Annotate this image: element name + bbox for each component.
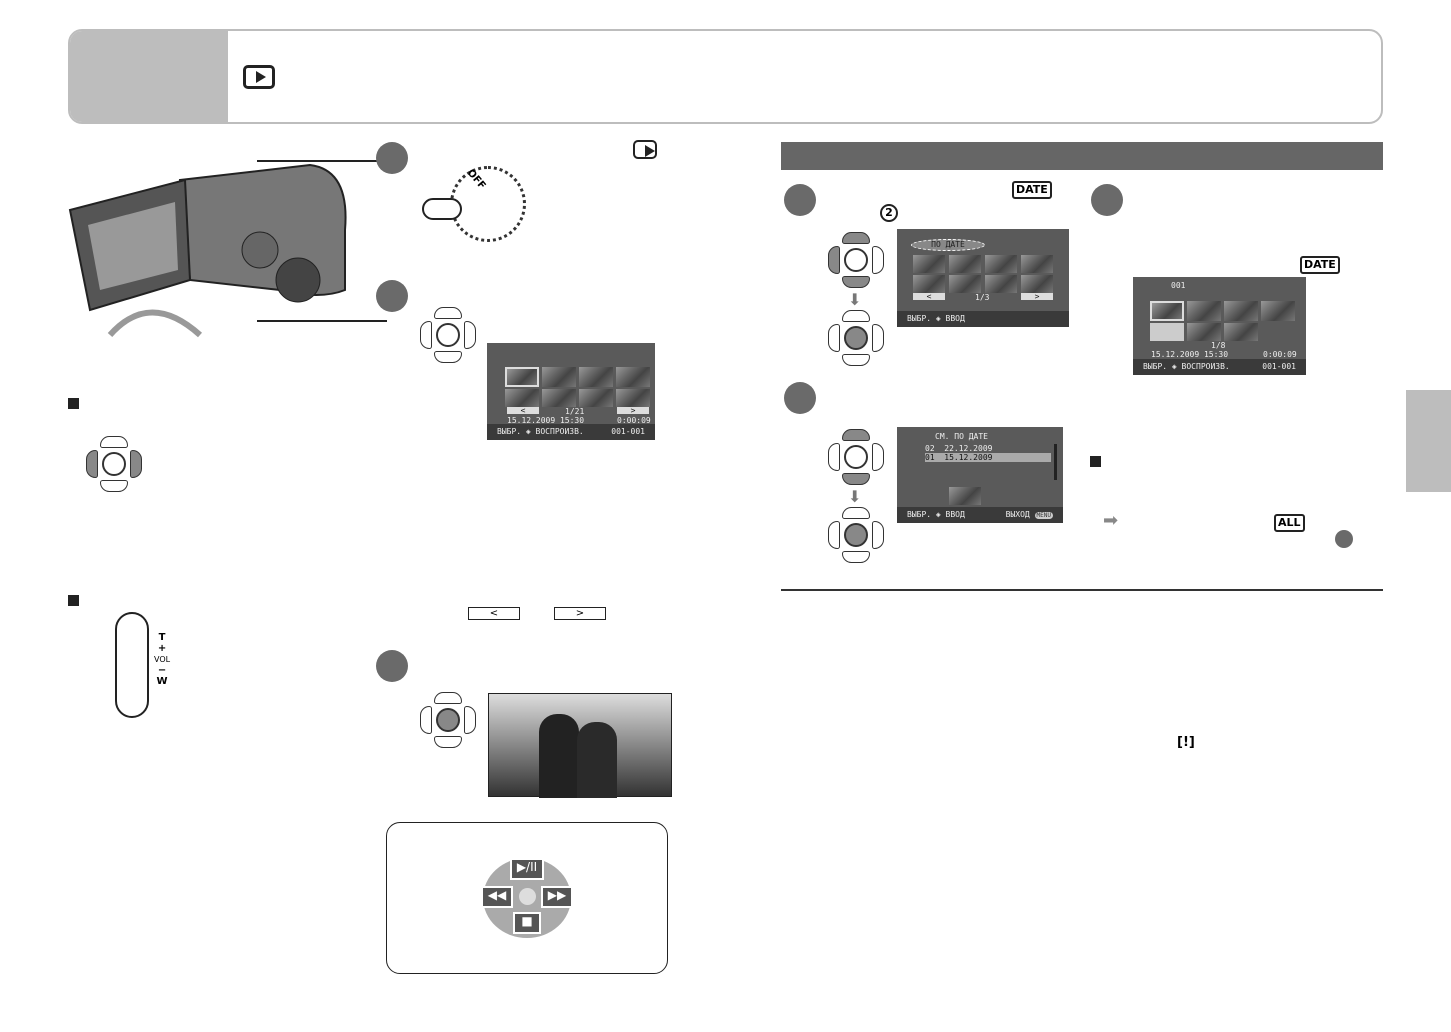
side-tab [1406, 390, 1451, 492]
page-header [68, 29, 1383, 124]
duration: 0:00:09 [1263, 350, 1297, 359]
rewind-icon: ◀◀ [481, 886, 513, 908]
prev-page-button[interactable]: < [507, 407, 539, 415]
step-1-marker [376, 142, 408, 174]
group-screen: 001 1/8 15.12.2009 15:30 0:00:09 ВЫБР. ◈… [1133, 277, 1306, 375]
section-bar [781, 142, 1383, 170]
footer-select: ВЫБР. [907, 510, 932, 519]
date-badge: DATE [1012, 181, 1052, 199]
all-badge: ALL [1274, 514, 1305, 532]
footer-enter: ВВОД [945, 314, 965, 323]
bullet-square [1090, 456, 1101, 467]
joystick[interactable] [418, 305, 478, 365]
mode-dial[interactable]: OFF [420, 160, 526, 242]
down-arrow-icon: ⬇ [848, 487, 862, 506]
step-2-marker [376, 280, 408, 312]
playback-screen [488, 693, 672, 798]
thumbnail-screen: < 1/21 > 15.12.2009 15:30 0:00:09 ВЫБР. … [487, 343, 655, 440]
list-title: СМ. ПО ДАТЕ [935, 432, 988, 441]
bullet-square [68, 398, 79, 409]
camcorder-illustration [68, 163, 347, 338]
date-list-screen: СМ. ПО ДАТЕ 02 22.12.2009 01 15.12.2009 … [897, 427, 1063, 523]
lever-minus-label: − [157, 665, 167, 676]
joystick[interactable] [418, 690, 478, 750]
scrollbar[interactable] [1054, 444, 1057, 480]
playback-icon [633, 140, 657, 159]
date-badge: DATE [1300, 256, 1340, 274]
step-2-marker [784, 382, 816, 414]
leader-line [257, 160, 387, 162]
next-button-icon: > [554, 607, 606, 620]
by-date-tab[interactable]: ПО ДАТЕ [911, 239, 985, 251]
recording-datetime: 15.12.2009 15:30 [507, 416, 585, 425]
joystick[interactable] [84, 434, 144, 494]
page-counter: 1/21 [565, 407, 585, 416]
step-reference: 2 [880, 204, 898, 222]
control-callout [386, 822, 668, 974]
page-counter: 1/8 [1211, 341, 1226, 350]
joystick[interactable] [826, 230, 886, 290]
prev-button-icon: < [468, 607, 520, 620]
bullet-square [68, 595, 79, 606]
center-button [519, 888, 536, 905]
lever-plus-label: + [157, 643, 167, 654]
joystick[interactable] [826, 308, 886, 368]
play-pause-icon: ▶/II [510, 858, 544, 880]
lever-w-label: W [156, 676, 168, 687]
lever-t-label: T [158, 632, 166, 643]
scene-number: 001-001 [611, 427, 645, 436]
scene-number: 001-001 [1262, 362, 1296, 371]
leader-line [257, 320, 387, 322]
date-row[interactable]: 02 22.12.2009 [925, 444, 993, 453]
warning-icon: [!] [1177, 735, 1195, 750]
footer-select: ВЫБР. [1143, 362, 1168, 371]
playback-mode-icon [243, 65, 275, 89]
lever-vol-label: VOL [154, 655, 171, 664]
header-tab [70, 31, 228, 122]
step-1-marker [784, 184, 816, 216]
next-page-button[interactable]: > [617, 407, 649, 415]
footer-select: ВЫБР. [497, 427, 522, 436]
date-tab-screen: ПО ДАТЕ < 1/3 > ВЫБР. ◈ ВВОД [897, 229, 1069, 327]
joystick[interactable] [826, 427, 886, 487]
prev-page-button[interactable]: < [913, 293, 945, 301]
zoom-volume-lever[interactable] [115, 612, 149, 718]
step-3-marker [376, 650, 408, 682]
date-row-selected[interactable]: 01 15.12.2009 [925, 453, 1051, 462]
divider [781, 589, 1383, 591]
arrow-right-icon: ➡ [1103, 510, 1119, 531]
page-counter: 1/3 [975, 293, 990, 302]
fast-forward-icon: ▶▶ [541, 886, 573, 908]
recording-datetime: 15.12.2009 15:30 [1151, 350, 1229, 359]
down-arrow-icon: ⬇ [848, 290, 862, 309]
stop-icon: ■ [513, 912, 541, 934]
step-3-marker [1091, 184, 1123, 216]
next-page-button[interactable]: > [1021, 293, 1053, 301]
footer-play: ВОСПРОИЗВ. [535, 427, 584, 436]
duration: 0:00:09 [617, 416, 651, 425]
step-marker [1335, 530, 1353, 548]
menu-badge: MENU [1034, 512, 1053, 519]
footer-select: ВЫБР. [907, 314, 932, 323]
footer-play: ВОСПРОИЗВ. [1181, 362, 1230, 371]
footer-enter: ВВОД [945, 510, 965, 519]
group-number: 001 [1171, 281, 1186, 290]
footer-exit: ВЫХОД [1005, 510, 1030, 519]
joystick[interactable] [826, 505, 886, 565]
